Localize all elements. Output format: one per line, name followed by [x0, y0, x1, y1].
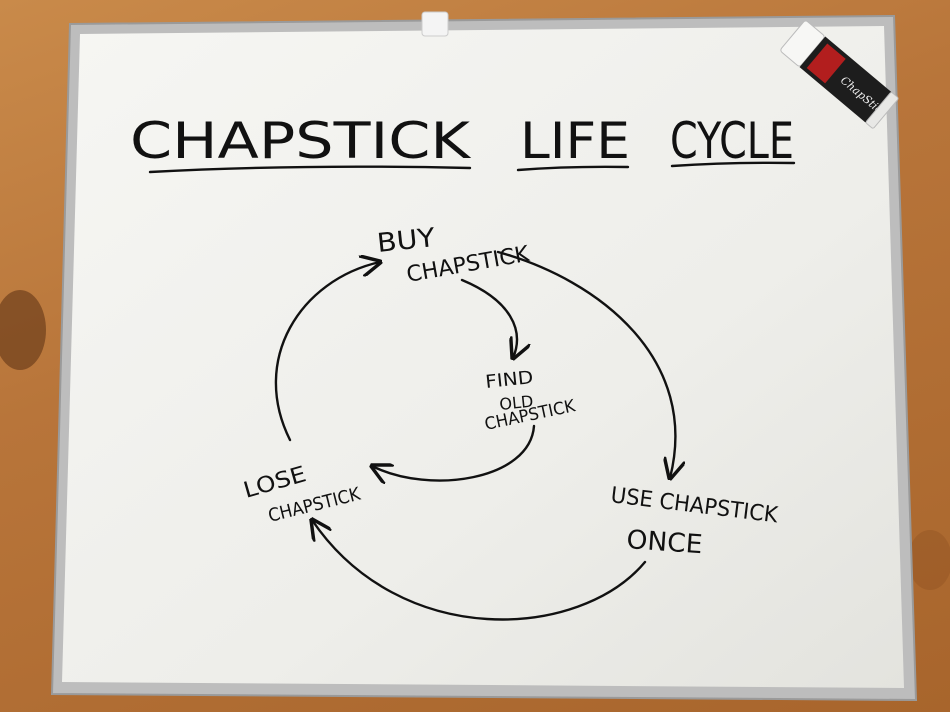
node-use-line2: ONCE	[626, 525, 704, 560]
wood-knot	[908, 530, 950, 590]
arrow-buy-to-find-old	[460, 278, 517, 358]
title-underline	[516, 165, 630, 172]
title-word-life: LIFE	[520, 112, 630, 170]
wood-knot	[0, 290, 46, 370]
whiteboard-surface	[62, 26, 904, 688]
title: CHAPSTICK LIFE CYCLE	[130, 112, 796, 174]
title-word-chapstick: CHAPSTICK	[130, 112, 471, 170]
arrow-find-old-to-lose	[372, 424, 536, 481]
node-buy-line1: BUY	[376, 223, 437, 259]
arrow-use-to-lose	[312, 520, 647, 621]
node-find-line2: OLD	[498, 392, 534, 414]
arrow-buy-to-use	[496, 250, 675, 478]
title-underline	[670, 161, 796, 168]
title-underline	[148, 165, 472, 174]
title-word-cycle: CYCLE	[670, 112, 794, 170]
node-find-line1: FIND	[484, 367, 534, 393]
chapstick-tube: ChapStick	[780, 20, 899, 129]
arrow-lose-to-buy	[274, 262, 380, 442]
hanging-clip	[421, 11, 449, 37]
